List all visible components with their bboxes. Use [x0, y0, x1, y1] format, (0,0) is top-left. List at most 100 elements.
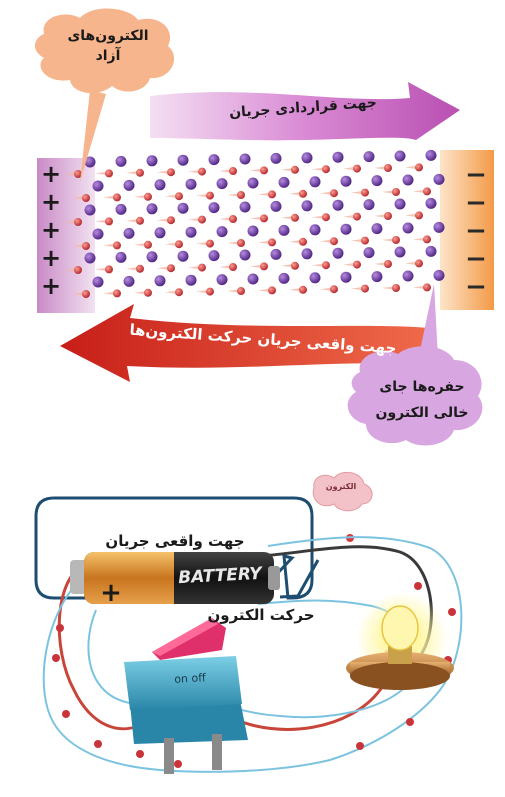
hole-dot — [217, 226, 228, 237]
electron-dot — [299, 238, 307, 246]
hole-dot — [186, 275, 197, 286]
minus-sign: − — [462, 244, 490, 274]
electron-dot — [322, 165, 330, 173]
hole-dot — [155, 227, 166, 238]
hole-dot — [116, 156, 127, 167]
electron-dot — [82, 194, 90, 202]
electron-dot — [74, 266, 82, 274]
electron-dot — [330, 237, 338, 245]
electron-dot — [237, 191, 245, 199]
electron-dot — [361, 237, 369, 245]
electron-dot — [299, 286, 307, 294]
hole-dot — [364, 199, 375, 210]
hole-dot — [93, 181, 104, 192]
electron-dot — [384, 260, 392, 268]
electron-dot — [167, 264, 175, 272]
electron-dot — [361, 285, 369, 293]
electron-dot — [260, 166, 268, 174]
electron-dot — [260, 262, 268, 270]
hole-dot — [333, 152, 344, 163]
hole-dot — [93, 277, 104, 288]
electron-dot — [384, 164, 392, 172]
hole-dot — [364, 151, 375, 162]
hole-dot — [395, 199, 406, 210]
hole-dot — [85, 253, 96, 264]
hole-dot — [364, 247, 375, 258]
hole-dot — [434, 222, 445, 233]
electron-dot — [384, 212, 392, 220]
holes-label: حفره‌ها جای خالی الکترون — [366, 374, 478, 426]
hole-dot — [403, 223, 414, 234]
hole-dot — [434, 270, 445, 281]
hole-dot — [124, 228, 135, 239]
hole-dot — [217, 178, 228, 189]
electron-dot — [299, 190, 307, 198]
electron-dot — [175, 192, 183, 200]
hole-dot — [310, 176, 321, 187]
electron-dot — [136, 265, 144, 273]
electron-dot — [291, 214, 299, 222]
hole-dot — [186, 227, 197, 238]
hole-dot — [434, 174, 445, 185]
minus-sign: − — [462, 216, 490, 246]
electron-dot — [175, 240, 183, 248]
hole-dot — [333, 248, 344, 259]
hole-dot — [279, 177, 290, 188]
electron-dot — [167, 216, 175, 224]
electron-dot — [361, 189, 369, 197]
hole-dot — [209, 154, 220, 165]
hole-dot — [155, 275, 166, 286]
hole-dot — [147, 251, 158, 262]
plus-sign: + — [40, 160, 62, 188]
hole-dot — [372, 175, 383, 186]
hole-dot — [395, 247, 406, 258]
electron-dot — [268, 286, 276, 294]
electron-dot — [392, 188, 400, 196]
hole-dot — [279, 225, 290, 236]
electron-dot — [206, 192, 214, 200]
electron-dot — [237, 239, 245, 247]
minus-sign: − — [462, 160, 490, 190]
hole-dot — [333, 200, 344, 211]
hole-dot — [248, 274, 259, 285]
electron-dot — [322, 213, 330, 221]
minus-sign: − — [462, 188, 490, 218]
electron-dot — [206, 240, 214, 248]
hole-dot — [209, 202, 220, 213]
hole-dot — [217, 274, 228, 285]
hole-dot — [178, 155, 189, 166]
electron-dot — [113, 289, 121, 297]
hole-dot — [240, 250, 251, 261]
electron-motion-label: حرکت الکترون — [196, 606, 326, 624]
electron-dot — [291, 262, 299, 270]
electron-dot — [113, 193, 121, 201]
hole-dot — [240, 202, 251, 213]
hole-dot — [395, 151, 406, 162]
free-electrons-label: الکترون‌های آزاد — [58, 26, 158, 66]
hole-dot — [271, 249, 282, 260]
electron-dot — [268, 238, 276, 246]
electron-dot — [330, 189, 338, 197]
electron-dot — [144, 241, 152, 249]
electron-dot — [229, 167, 237, 175]
hole-dot — [116, 252, 127, 263]
hole-dot — [147, 203, 158, 214]
hole-dot — [271, 153, 282, 164]
electron-dot — [268, 190, 276, 198]
electron-dot — [198, 264, 206, 272]
electron-dot — [229, 215, 237, 223]
electron-dot — [136, 217, 144, 225]
electron-dot — [206, 288, 214, 296]
plus-sign: + — [40, 216, 62, 244]
electron-dot — [167, 168, 175, 176]
electron-dot — [175, 288, 183, 296]
hole-dot — [240, 154, 251, 165]
switch — [124, 618, 248, 774]
hole-dot — [302, 200, 313, 211]
electron-dot — [136, 169, 144, 177]
hole-dot — [426, 246, 437, 257]
hole-dot — [341, 272, 352, 283]
electron-dot — [198, 216, 206, 224]
electron-cloud-label: الکترون — [318, 482, 364, 491]
electron-dot — [237, 287, 245, 295]
